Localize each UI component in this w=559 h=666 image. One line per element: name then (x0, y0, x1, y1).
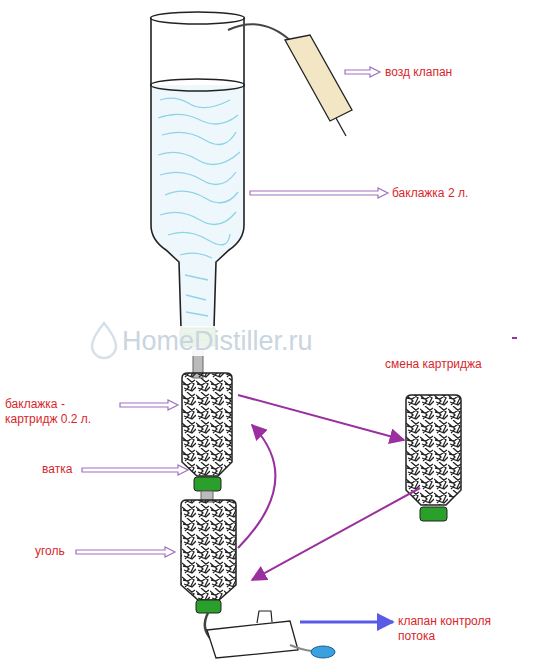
pointer-arrow (120, 400, 178, 410)
pointer-arrow (76, 547, 175, 557)
watermark: HomeDistiller.ru (120, 326, 315, 356)
air-valve-tail (336, 118, 346, 136)
part-label: баклажка 2 л. (392, 186, 468, 201)
cartridge-cap (194, 477, 221, 491)
pointer-arrow (300, 621, 393, 624)
swap-arrow (238, 395, 404, 440)
swap-arrows (238, 338, 517, 580)
valve-tip (311, 646, 335, 658)
pointer-arrow (82, 465, 188, 475)
stray-mark (512, 337, 517, 339)
valve-knob (257, 611, 272, 623)
bottle-top (151, 12, 245, 24)
cartridge-bottom (181, 500, 236, 600)
water-scribbles (158, 98, 240, 316)
part-label: ватка (42, 462, 72, 477)
flow-valve (207, 621, 298, 658)
cartridge-cap (420, 507, 447, 521)
air-tube (228, 24, 292, 42)
note-label: смена картриджа (385, 357, 482, 372)
air-valve (285, 35, 352, 121)
valve-spout (290, 645, 312, 651)
part-label: уголь (35, 544, 65, 559)
bottle-2l (151, 18, 244, 328)
water (151, 85, 244, 328)
pointer-arrows (76, 67, 388, 557)
cartridge-top (182, 373, 232, 476)
part-label: баклажка - картридж 0.2 л. (5, 397, 117, 427)
part-label: клапан контроля потока (398, 614, 518, 644)
swap-arrow (252, 488, 420, 580)
cartridge-spare (406, 395, 461, 505)
cartridge-cap (196, 600, 221, 613)
watermark-logo (92, 323, 116, 358)
swap-arrow (238, 425, 275, 548)
part-label: возд клапан (385, 65, 452, 80)
pointer-arrow (250, 188, 388, 198)
pointer-arrow (345, 67, 380, 77)
water-surface (151, 79, 245, 91)
